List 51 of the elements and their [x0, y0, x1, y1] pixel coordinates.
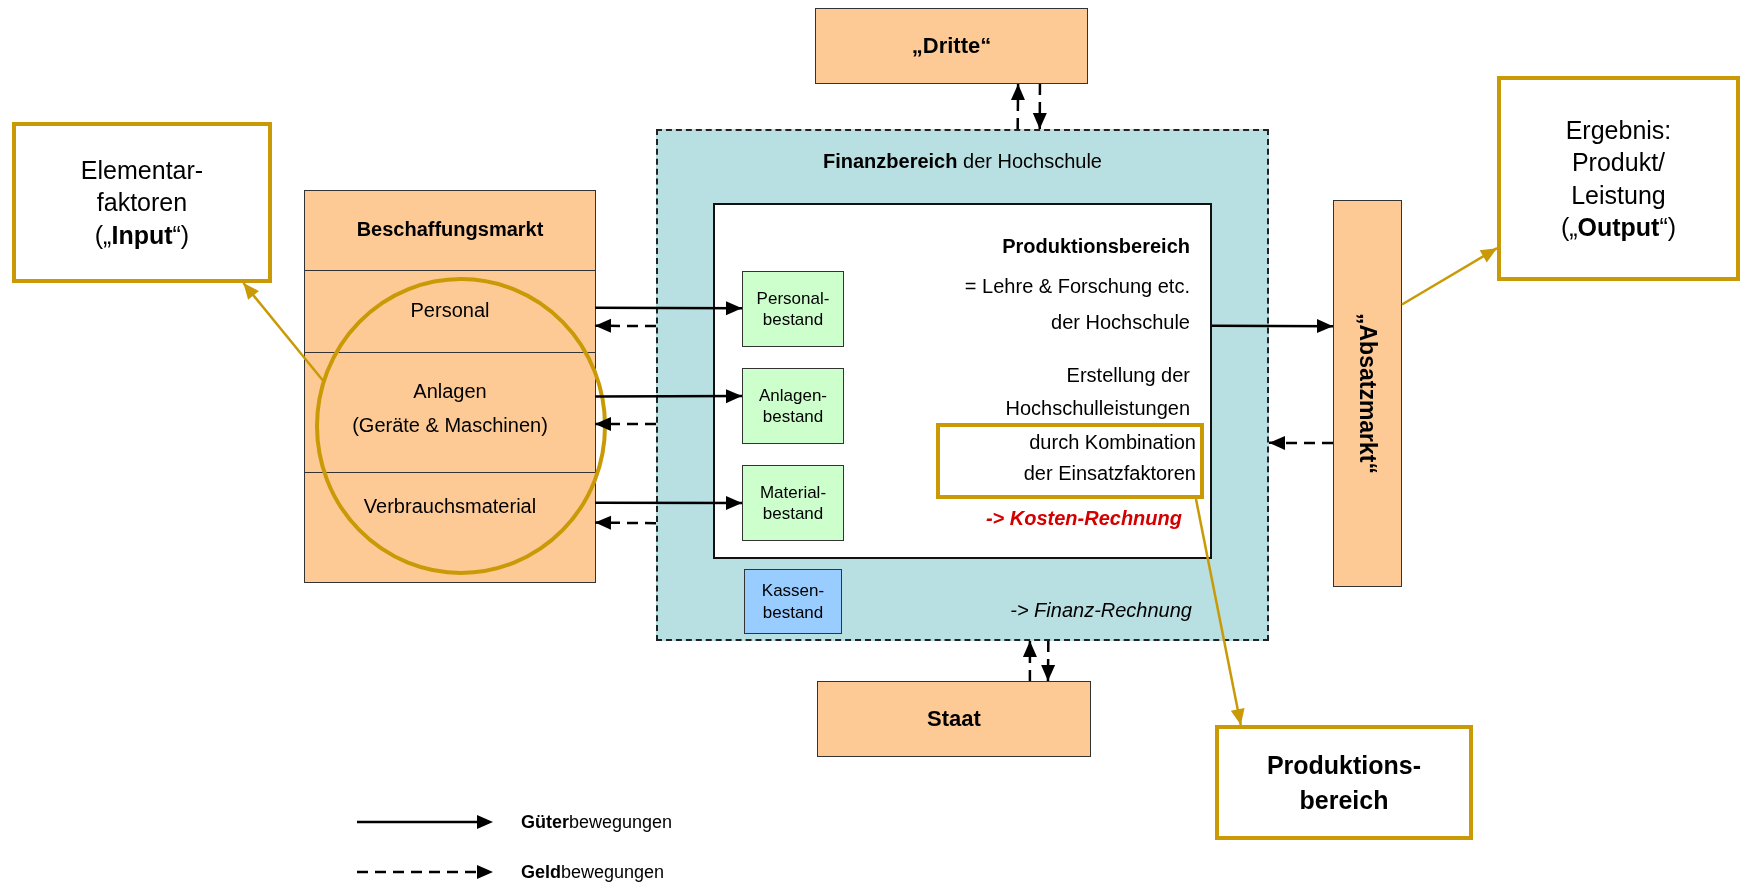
area-note: -> Kosten-Rechnung	[985, 507, 1182, 530]
callout-box	[12, 122, 272, 283]
leader-arrow	[1401, 247, 1498, 306]
area-title: Produktionsbereich	[1002, 235, 1190, 258]
arrow	[1212, 319, 1333, 334]
market-box	[1333, 200, 1402, 587]
legend-label: Geldbewegungen	[521, 861, 665, 883]
party-box	[815, 8, 1088, 84]
vertical-label: „Absatzmarkt“	[1354, 313, 1381, 474]
row-label: Personal	[409, 298, 491, 323]
box-label: Staat	[927, 706, 981, 732]
box-label: Kassen- bestand	[761, 580, 825, 623]
box-label: „Dritte“	[911, 33, 992, 59]
callout-text: Ergebnis: Produkt/ Leistung („Output“)	[1560, 114, 1677, 243]
box-label: Personal- bestand	[756, 287, 830, 331]
box-label: Material- bestand	[759, 481, 827, 525]
box-label: Anlagen- bestand	[758, 384, 828, 428]
highlight-box	[936, 423, 1204, 499]
area-text: = Lehre & Forschung etc. der Hochschule	[964, 274, 1190, 335]
leader-arrow	[1194, 498, 1245, 726]
legend-label: Güterbewegungen	[521, 811, 673, 833]
dashed-arrow	[1269, 435, 1333, 450]
dashed-arrow	[1032, 84, 1047, 129]
party-box	[817, 681, 1091, 757]
cash-box	[744, 569, 842, 634]
market-column	[304, 190, 596, 583]
dashed-arrow	[595, 515, 656, 530]
stock-box	[742, 465, 844, 541]
production-area	[713, 203, 1212, 559]
callout-text: Elementar- faktoren („Input“)	[80, 154, 204, 251]
dashed-arrow	[595, 318, 656, 333]
callout-box	[1215, 725, 1473, 840]
dashed-arrow	[1022, 641, 1037, 681]
dashed-arrow	[595, 417, 656, 431]
arrow	[595, 496, 742, 510]
finance-area	[656, 129, 1269, 641]
row-label: Verbrauchsmaterial	[362, 494, 538, 519]
area-note: -> Finanz-Rechnung	[1010, 599, 1192, 622]
arrow	[595, 389, 742, 404]
area-text: durch Kombination der Einsatzfaktoren	[1023, 430, 1196, 486]
stock-box	[742, 368, 844, 444]
callout-text: Produktions- bereich	[1266, 749, 1422, 816]
row-label: Anlagen (Geräte & Maschinen)	[351, 379, 549, 438]
callout-box	[1497, 76, 1740, 281]
column-heading: Beschaffungsmarkt	[355, 218, 545, 241]
dashed-arrow	[1010, 84, 1025, 129]
arrow	[595, 301, 742, 316]
stock-box	[742, 271, 844, 347]
leader-arrow	[242, 282, 326, 383]
area-title: Finanzbereich der Hochschule	[822, 150, 1103, 173]
dashed-arrow	[1041, 641, 1056, 681]
